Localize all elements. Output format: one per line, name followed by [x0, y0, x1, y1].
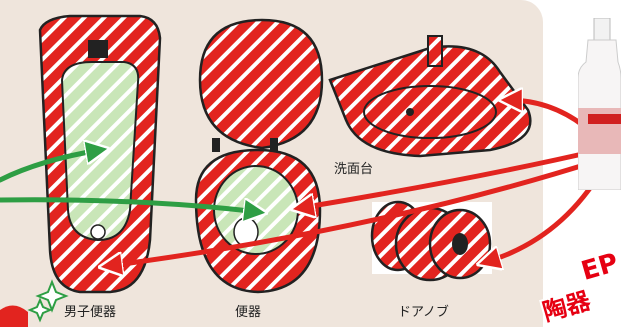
sink-illustration: [328, 35, 532, 158]
sparkle-icon: [27, 279, 69, 323]
urinal-label: 男子便器: [64, 305, 117, 320]
doorknob-label: ドアノブ: [398, 305, 449, 320]
sink-label: 洗面台: [334, 162, 374, 177]
promo-fragment: [0, 305, 28, 327]
cleaner-bottle-illustration: [578, 18, 621, 190]
green-arrows: [0, 150, 258, 212]
toilet-label: 便器: [235, 305, 262, 320]
doorknob-illustration: [370, 200, 492, 282]
urinal-illustration: [38, 14, 162, 294]
